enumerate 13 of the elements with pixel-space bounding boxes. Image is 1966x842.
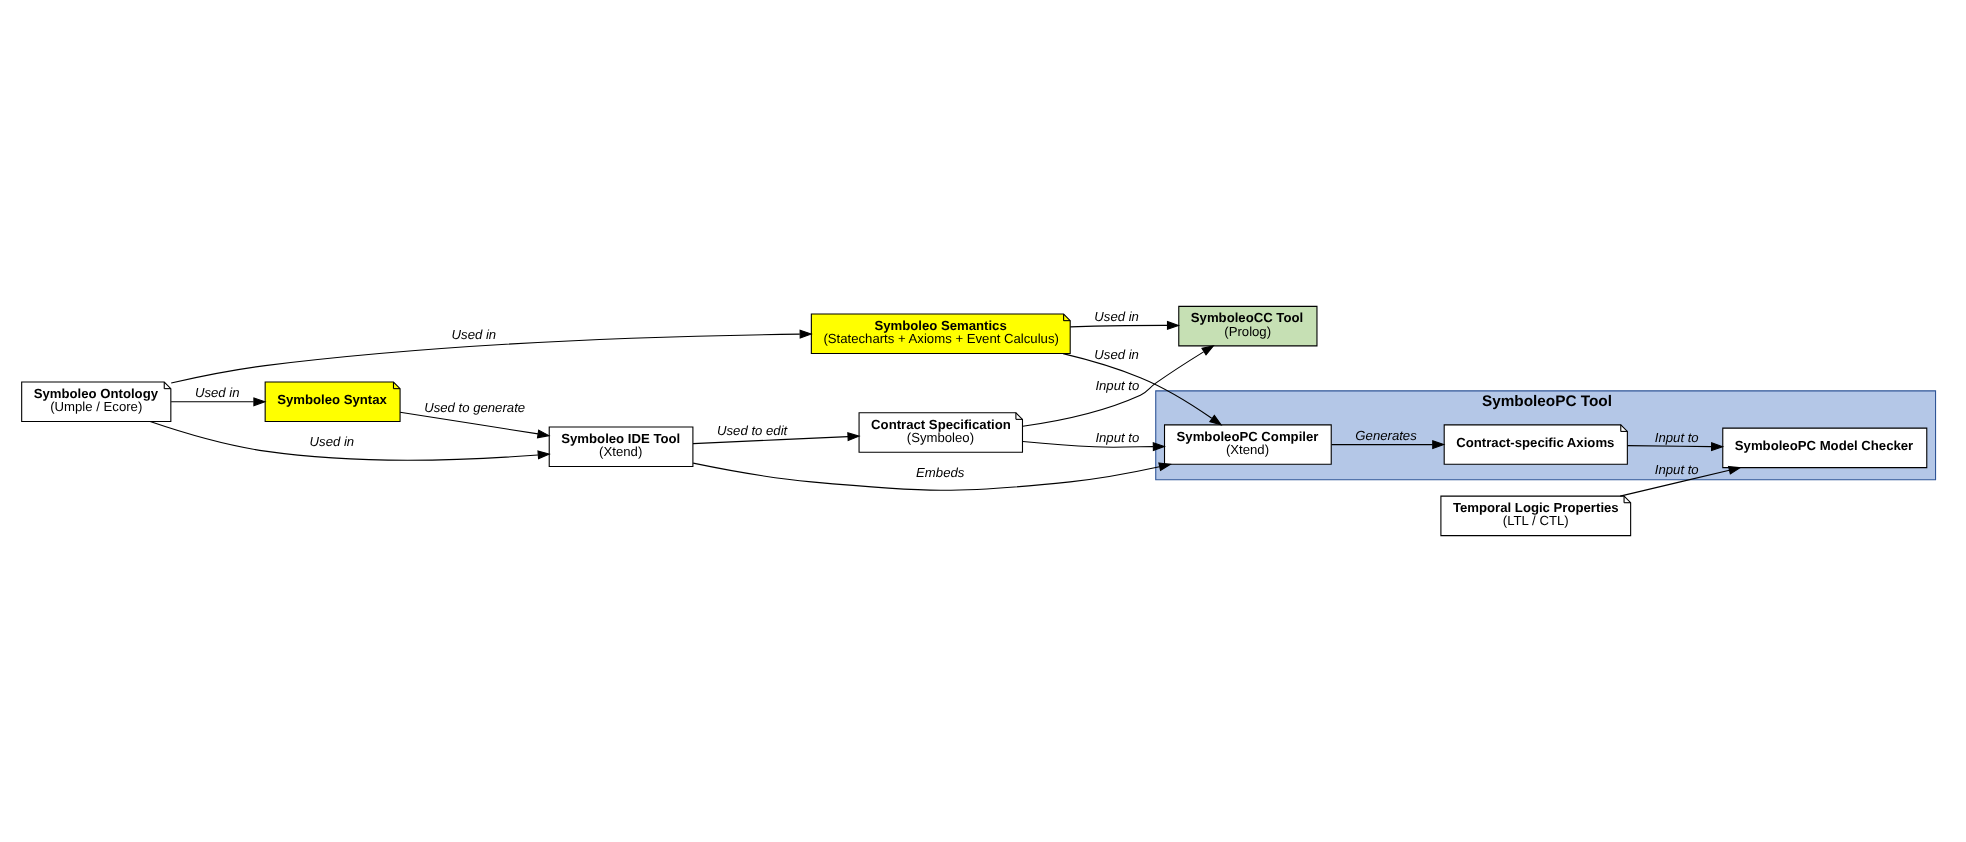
arrow <box>170 329 813 384</box>
arrow <box>1022 440 1166 452</box>
arrow <box>1619 465 1742 497</box>
arrow <box>170 397 267 407</box>
arrow <box>1022 345 1215 427</box>
arrow <box>692 462 1173 491</box>
arrow <box>1627 441 1725 452</box>
arrow <box>399 411 551 439</box>
arrow <box>1069 320 1181 330</box>
arrow <box>692 432 861 445</box>
arrow <box>149 421 551 461</box>
arrow <box>1331 439 1446 450</box>
arrow <box>1062 353 1223 426</box>
